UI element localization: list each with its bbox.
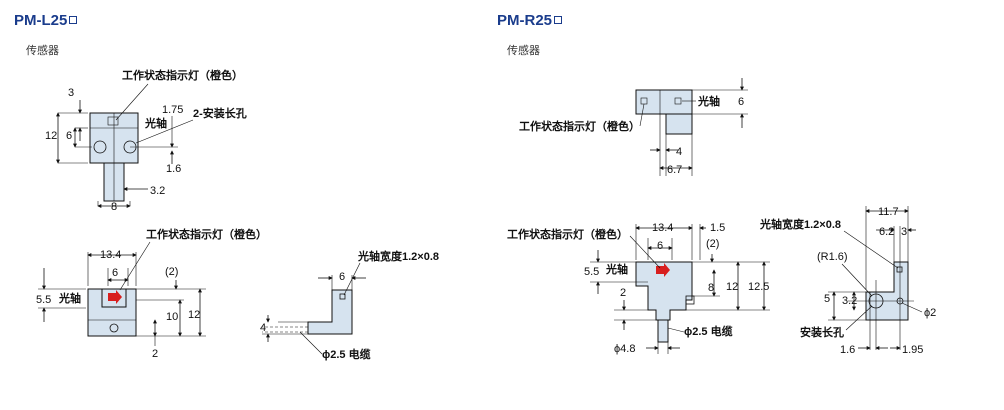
left-top-axis-label: 光轴	[144, 116, 167, 130]
left-top-dim-1-6: 1.6	[166, 163, 181, 175]
left-side-dim-4: 4	[260, 322, 266, 334]
right-side-view: 11.7 6.2 3 光轴宽度1.2×0.8 (R1.6) 5 3.2 安装长孔…	[759, 206, 936, 356]
right-top-dim-6: 6	[738, 96, 744, 108]
left-title-box-icon	[69, 16, 78, 24]
right-front-dim-6: 6	[657, 240, 663, 252]
right-side-dim-3-2: 3.2	[842, 295, 857, 307]
right-front-axis-label: 光轴	[605, 262, 628, 276]
right-top-indicator-label: 工作状态指示灯（橙色）	[519, 119, 640, 133]
right-front-dim-12-5: 12.5	[748, 281, 769, 293]
right-top-dim-6-7: 6.7	[667, 164, 682, 176]
right-front-indicator-arrow-icon	[656, 263, 670, 277]
right-title-box-icon	[554, 16, 563, 24]
right-side-dim-5: 5	[824, 293, 830, 305]
left-front-indicator-arrow-icon	[108, 290, 122, 304]
left-top-indicator	[107, 116, 119, 126]
right-top-view: 6 光轴 4 6.7 工作状态指示灯（橙色）	[519, 78, 748, 176]
right-front-dim-8: 8	[708, 282, 714, 294]
left-top-dim-8: 8	[111, 201, 117, 213]
right-front-cable	[657, 319, 669, 343]
right-top-body	[635, 89, 693, 115]
left-front-dim-10: 10	[166, 311, 178, 323]
left-front-dim-13-4: 13.4	[100, 249, 121, 261]
left-front-dim-2b: 2	[152, 348, 158, 360]
left-side-slit	[339, 293, 346, 300]
left-front-dim-5-5: 5.5	[36, 294, 51, 306]
right-title-text: PM-R25	[497, 12, 553, 29]
right-front-slit	[685, 295, 695, 305]
right-top-dim-4: 4	[676, 146, 682, 158]
right-front-view: 13.4 1.5 6 (2) 8 12 12.5 5.5 光轴 2 ϕ	[507, 222, 770, 355]
left-front-dim-2: (2)	[165, 266, 178, 278]
right-front-dim-5-5: 5.5	[584, 266, 599, 278]
left-top-dim-1-75: 1.75	[162, 104, 183, 116]
right-side-slit-label: 光轴宽度1.2×0.8	[759, 217, 841, 231]
right-side-slit	[896, 266, 903, 273]
right-front-dim-2: (2)	[706, 238, 719, 250]
left-front-axis-label: 光轴	[58, 291, 81, 305]
right-front-dim-13-4: 13.4	[652, 222, 673, 234]
left-front-dim-6: 6	[112, 267, 118, 279]
left-top-indicator-label: 工作状态指示灯（橙色）	[122, 68, 243, 82]
left-side-dim-6: 6	[339, 271, 345, 283]
left-top-dim-6: 6	[66, 130, 72, 142]
left-top-view: 3 12 6 8 3.2 1.6 1.75 工作状态指示灯（橙色） 光轴 2-安…	[45, 68, 247, 213]
right-side-holes-label: 安装长孔	[800, 325, 844, 339]
right-front-dim-1-5: 1.5	[710, 222, 725, 234]
right-side-dim-r1-6: (R1.6)	[817, 251, 848, 263]
right-front-indicator-label: 工作状态指示灯（橙色）	[507, 227, 628, 241]
right-side-dim-3: 3	[901, 226, 907, 238]
right-top-axis-label: 光轴	[697, 94, 720, 108]
right-side-dim-phi2: ϕ2	[924, 307, 936, 319]
left-side-cable-label: ϕ2.5 电缆	[322, 347, 371, 361]
left-side-slit-label: 光轴宽度1.2×0.8	[357, 249, 439, 263]
right-subtitle: 传感器	[507, 45, 540, 57]
left-front-indicator-label: 工作状态指示灯（橙色）	[146, 227, 267, 241]
left-top-dim-3: 3	[68, 87, 74, 99]
right-front-dim-12: 12	[726, 281, 738, 293]
right-side-dim-6-2: 6.2	[879, 226, 894, 238]
left-top-dim-3-2: 3.2	[150, 185, 165, 197]
left-top-dim-12: 12	[45, 130, 57, 142]
right-side-dim-1-95: 1.95	[902, 344, 923, 356]
right-top-slit	[674, 97, 682, 105]
right-front-body	[635, 261, 693, 321]
left-side-view: 6 4 光轴宽度1.2×0.8 ϕ2.5 电缆	[260, 249, 439, 361]
right-side-dim-1-6: 1.6	[840, 344, 855, 356]
left-front-hole	[109, 323, 119, 333]
left-front-dim-12: 12	[188, 309, 200, 321]
left-top-holes-label: 2-安装长孔	[193, 106, 247, 120]
right-front-cable-label: ϕ2.5 电缆	[684, 324, 733, 338]
right-title: PM-R25	[497, 12, 563, 29]
right-front-dim-phi4-8: ϕ4.8	[614, 343, 635, 355]
left-top-hole-left	[93, 140, 107, 154]
left-title-text: PM-L25	[14, 12, 68, 29]
left-subtitle: 传感器	[26, 45, 59, 57]
right-top-stem	[665, 113, 693, 135]
right-front-dim-2b: 2	[620, 287, 626, 299]
right-side-dim-11-7: 11.7	[878, 206, 899, 218]
left-front-view: 13.4 6 (2) 12 10 5.5 2 光轴 工作状态指示灯（橙色）	[36, 227, 267, 360]
left-title: PM-L25	[14, 12, 78, 29]
